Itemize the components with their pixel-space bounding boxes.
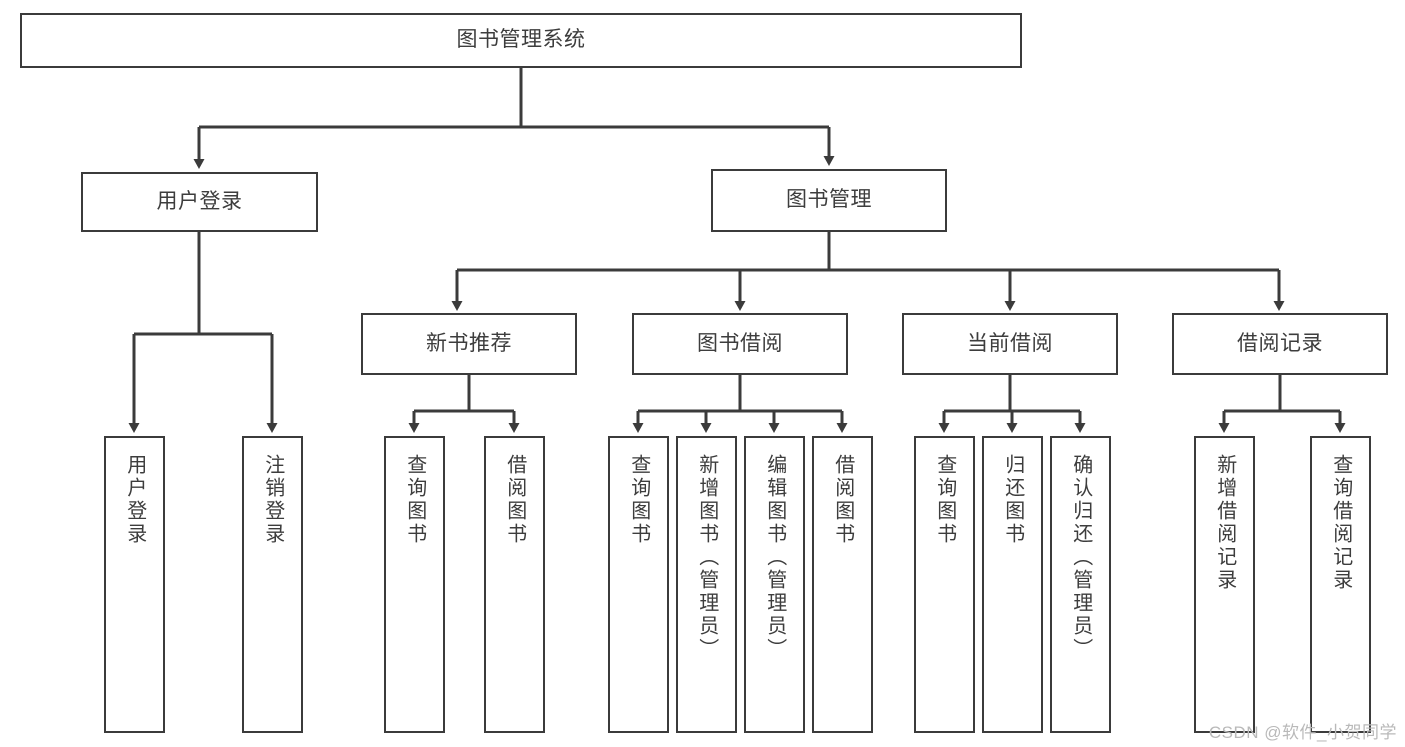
node-label: 图书管理系统 — [456, 28, 586, 52]
node-label: 注销登录 — [261, 454, 284, 546]
node-label: 归还图书 — [1001, 454, 1024, 546]
node-current-borrow[interactable]: 当前借阅 — [902, 313, 1118, 375]
node-new-book-recommend[interactable]: 新书推荐 — [361, 313, 577, 375]
leaf-recommend-query-book[interactable]: 查询图书 — [384, 436, 445, 733]
node-label: 查询借阅记录 — [1329, 454, 1352, 592]
node-label: 编辑图书（管理员） — [763, 454, 786, 661]
node-label: 借阅图书 — [831, 454, 854, 546]
leaf-current-query-book[interactable]: 查询图书 — [914, 436, 975, 733]
node-label: 新增借阅记录 — [1213, 454, 1236, 592]
leaf-current-confirm-return-admin[interactable]: 确认归还（管理员） — [1050, 436, 1111, 733]
csdn-watermark: CSDN @软件_小贺同学 — [1208, 723, 1397, 742]
leaf-borrow-borrow-book[interactable]: 借阅图书 — [812, 436, 873, 733]
node-label: 确认归还（管理员） — [1069, 454, 1092, 661]
leaf-user-login-logout[interactable]: 注销登录 — [242, 436, 303, 733]
node-user-login[interactable]: 用户登录 — [81, 172, 318, 232]
node-label: 查询图书 — [933, 454, 956, 546]
node-borrow-record[interactable]: 借阅记录 — [1172, 313, 1388, 375]
leaf-borrow-edit-book-admin[interactable]: 编辑图书（管理员） — [744, 436, 805, 733]
node-label: 图书借阅 — [697, 331, 783, 355]
leaf-current-return-book[interactable]: 归还图书 — [982, 436, 1043, 733]
node-label: 用户登录 — [123, 454, 146, 546]
node-book-management[interactable]: 图书管理 — [711, 169, 947, 232]
node-label: 用户登录 — [156, 189, 243, 213]
leaf-user-login-login[interactable]: 用户登录 — [104, 436, 165, 733]
node-book-borrow[interactable]: 图书借阅 — [632, 313, 848, 375]
node-label: 新增图书（管理员） — [695, 454, 718, 661]
leaf-recommend-borrow-book[interactable]: 借阅图书 — [484, 436, 545, 733]
node-label: 当前借阅 — [967, 331, 1053, 355]
node-label: 新书推荐 — [426, 331, 512, 355]
leaf-borrow-query-book[interactable]: 查询图书 — [608, 436, 669, 733]
leaf-borrow-add-book-admin[interactable]: 新增图书（管理员） — [676, 436, 737, 733]
node-label: 查询图书 — [627, 454, 650, 546]
node-label: 图书管理 — [786, 188, 872, 212]
node-label: 借阅记录 — [1237, 331, 1323, 355]
node-label: 借阅图书 — [503, 454, 526, 546]
leaf-record-query-record[interactable]: 查询借阅记录 — [1310, 436, 1371, 733]
node-root-system[interactable]: 图书管理系统 — [20, 13, 1022, 68]
node-label: 查询图书 — [403, 454, 426, 546]
leaf-record-add-record[interactable]: 新增借阅记录 — [1194, 436, 1255, 733]
